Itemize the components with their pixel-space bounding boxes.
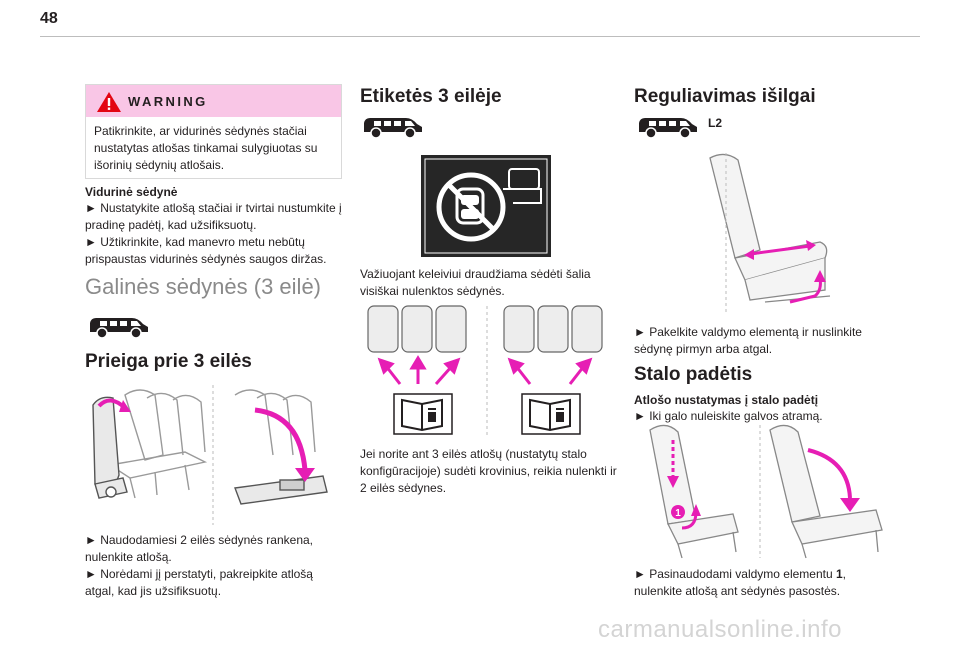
access-row3-title: Prieiga prie 3 eilės — [85, 351, 252, 372]
table-position-title: Stalo padėtis — [634, 364, 753, 385]
book-info-icon — [393, 393, 453, 435]
table-step-2-control: 1 — [835, 567, 843, 581]
warning-triangle-icon — [97, 92, 121, 112]
access-step-2: ► Norėdami jį perstatyti, pakreipkite at… — [85, 567, 313, 598]
labels-text-1: Važiuojant keleiviui draudžiama sėdėti š… — [360, 267, 591, 298]
callout-1: 1 — [675, 508, 681, 519]
table-position-subheading: Atlošo nustatymas į stalo padėtį — [634, 393, 819, 407]
warning-box: WARNING Patikrinkite, ar vidurinės sėdyn… — [85, 84, 342, 179]
warning-title: WARNING — [128, 94, 208, 109]
row3-seats-illustration — [367, 305, 603, 435]
middle-seat-step-1: ► Nustatykite atlošą stačiai ir tvirtai … — [85, 201, 342, 232]
book-info-icon — [521, 393, 581, 435]
access-step-1: ► Naudodamiesi 2 eilės sėdynės rankena, … — [85, 533, 314, 564]
table-step-2: ► Pasinaudodami valdymo elementu 1, nule… — [634, 566, 894, 600]
no-sitting-label-icon — [421, 155, 551, 257]
rear-seats-title: Galinės sėdynės (3 eilė) — [85, 274, 322, 299]
van-icon — [364, 118, 422, 139]
table-step-2-before: ► Pasinaudodami valdymo elementu — [634, 567, 836, 581]
longitudinal-text: ► Pakelkite valdymo elementą ir nuslinki… — [634, 325, 862, 356]
page-number: 48 — [40, 10, 58, 27]
row3-access-illustration — [92, 385, 328, 525]
labels-row3-title: Etiketės 3 eilėje — [360, 86, 502, 107]
warning-text: Patikrinkite, ar vidurinės sėdynės stači… — [94, 124, 318, 172]
seat-slide-illustration — [709, 153, 831, 315]
table-step-2-line2: nulenkite atlošą ant sėdynės pasostės. — [634, 584, 841, 598]
middle-seat-heading: Vidurinė sėdynė — [85, 185, 178, 199]
table-step-1: ► Iki galo nuleiskite galvos atramą. — [634, 409, 823, 423]
watermark: carmanualsonline.info — [598, 616, 842, 643]
header-rule — [40, 36, 920, 37]
middle-seat-step-2: ► Užtikrinkite, kad manevro metu nebūtų … — [85, 235, 327, 266]
length-badge: L2 — [708, 116, 723, 130]
table-position-illustration: 1 — [649, 424, 883, 559]
van-icon — [639, 118, 697, 139]
table-step-2-after: , — [842, 567, 847, 581]
labels-text-2: Jei norite ant 3 eilės atlošų (nustatytų… — [360, 447, 617, 495]
warning-header: WARNING — [86, 85, 341, 117]
longitudinal-title: Reguliavimas išilgai — [634, 86, 816, 107]
van-icon — [90, 318, 148, 339]
